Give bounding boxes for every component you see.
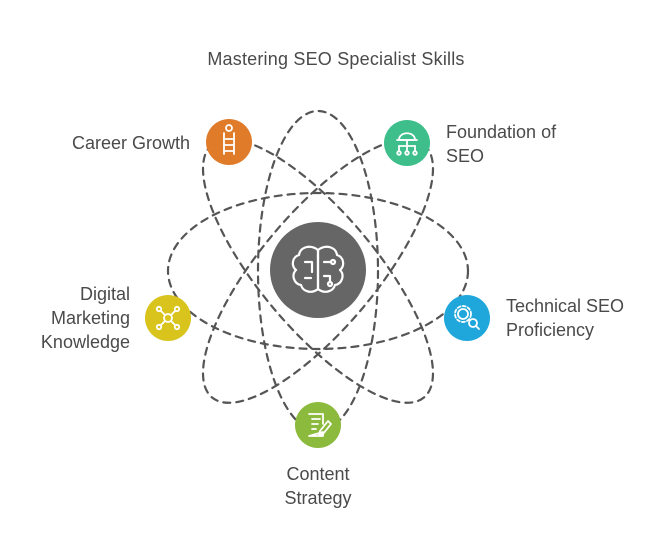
content-strategy-circle [295, 402, 341, 448]
node-content-strategy [295, 402, 341, 448]
brain-circuit-icon [291, 245, 345, 293]
label-line: Knowledge [40, 332, 130, 352]
gear-search-icon [454, 305, 480, 330]
label-line: Foundation of [446, 122, 557, 142]
career-growth-circle [206, 119, 252, 165]
hierarchy-icon [396, 132, 418, 156]
label-technical-seo-proficiency: Technical SEO Proficiency [506, 294, 666, 342]
node-digital-marketing-knowledge [145, 295, 191, 341]
label-line: Digital [79, 284, 130, 304]
label-foundation-of-seo: Foundation of SEO [446, 120, 596, 168]
node-foundation-of-seo [384, 120, 430, 166]
center-node [270, 222, 366, 318]
label-career-growth: Career Growth [40, 131, 190, 155]
node-technical-seo-proficiency [444, 295, 490, 341]
ladder-icon [223, 124, 235, 155]
diagram-title: Mastering SEO Specialist Skills [207, 49, 465, 69]
label-digital-marketing-knowledge: Digital Marketing Knowledge [10, 282, 130, 354]
label-content-strategy: Content Strategy [238, 462, 398, 510]
digital-marketing-knowledge-circle [145, 295, 191, 341]
label-line: Proficiency [506, 320, 595, 340]
label-line: Technical SEO [506, 296, 625, 316]
label-line: Strategy [284, 488, 352, 508]
network-icon [155, 305, 181, 331]
label-line: SEO [446, 146, 485, 166]
document-edit-icon [308, 413, 332, 437]
label-line: Career Growth [71, 133, 190, 153]
orbit-horizontal [166, 191, 470, 351]
label-line: Marketing [50, 308, 130, 328]
label-line: Content [286, 464, 350, 484]
node-career-growth [206, 119, 252, 165]
